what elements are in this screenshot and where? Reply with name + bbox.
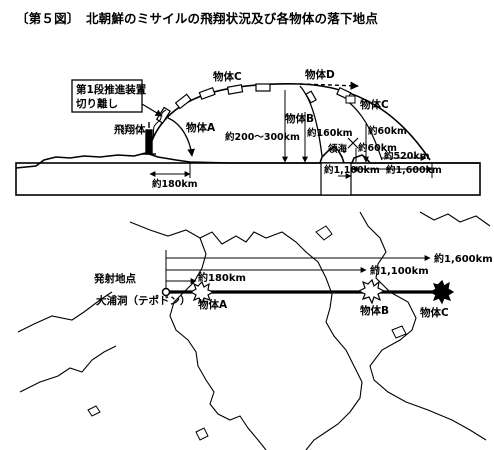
altitude-b-label: 約160km [307, 127, 353, 139]
island-small-1 [87, 405, 101, 417]
altitude-c2-label: 約60km [358, 142, 397, 154]
range-a-label: 約180km [198, 271, 246, 284]
object-d-label: 物体D [305, 68, 335, 81]
map-object-b-label: 物体B [360, 304, 389, 317]
object-b-label: 物体B [285, 112, 314, 125]
missile-stages [155, 83, 352, 124]
object-c2-path [345, 99, 383, 161]
range-c-label: 約1,600km [434, 252, 493, 265]
stage-4 [226, 84, 244, 95]
strait-gap [320, 162, 352, 196]
launch-tower [142, 122, 156, 155]
altitude-c-label: 約60km [368, 125, 407, 137]
callout-line-2: 切り離し [76, 97, 118, 110]
impact-b-icon [357, 278, 386, 305]
launch-site-name: 大浦洞（テポドン） [96, 294, 191, 307]
stage-2 [174, 93, 192, 110]
impact-a-icon [189, 280, 215, 305]
flight-arc-main [149, 83, 431, 161]
island-sado [391, 325, 407, 339]
map-object-c-label: 物体C [420, 306, 449, 319]
object-d-path [299, 81, 359, 90]
place-label: 領海 [328, 143, 348, 155]
coastline-mainland [129, 221, 363, 450]
lake [315, 225, 333, 241]
stage-5 [255, 83, 271, 92]
object-c-label: 物体C [213, 70, 242, 83]
callout-box [71, 79, 143, 113]
object-c2-box [345, 95, 356, 104]
callout-line-1: 第1段推進装置 [76, 83, 147, 96]
launch-point-label: 発射地点 [93, 272, 136, 285]
x-mark [347, 137, 359, 149]
flight-profile: 第1段推進装置 切り離し 飛翔体 物体A 物体C 物体D 物体B 物体C 約20… [15, 68, 481, 196]
stage-3 [198, 87, 216, 100]
island-small-2 [195, 427, 209, 441]
dist-d-label: 約1,600km [386, 164, 442, 176]
altitude-main-label: 約200～300km [225, 131, 300, 143]
coastline-hokkaido [419, 211, 491, 227]
dist-c-label: 約520km [384, 150, 430, 162]
callout-pointer [141, 103, 163, 117]
dist-a-label: 約180km [152, 178, 198, 190]
dist-b-label: 約1,100km [324, 164, 380, 176]
coastline-gulf [17, 291, 113, 333]
object-a-path [167, 117, 195, 157]
range-b-label: 約1,100km [370, 264, 429, 277]
ground-section [15, 162, 481, 196]
map-object-a-label: 物体A [198, 298, 228, 311]
figure-title: 〔第５図〕 北朝鮮のミサイルの飛翔状況及び各物体の落下地点 [16, 11, 379, 26]
object-a-label: 物体A [186, 121, 216, 134]
missile-label: 飛翔体 [113, 123, 146, 136]
stage-7 [305, 90, 317, 104]
coastline-japan [359, 211, 487, 441]
object-b-path [299, 85, 323, 157]
launch-site-marker [161, 287, 171, 297]
stage-1 [155, 106, 171, 124]
map: 約1,600km 約1,100km 約180km 発射地点 大浦洞（テポドン） … [17, 211, 493, 450]
impact-c-icon [429, 279, 455, 305]
object-c2-label: 物体C [360, 98, 389, 111]
coastline-south-west [19, 345, 117, 393]
